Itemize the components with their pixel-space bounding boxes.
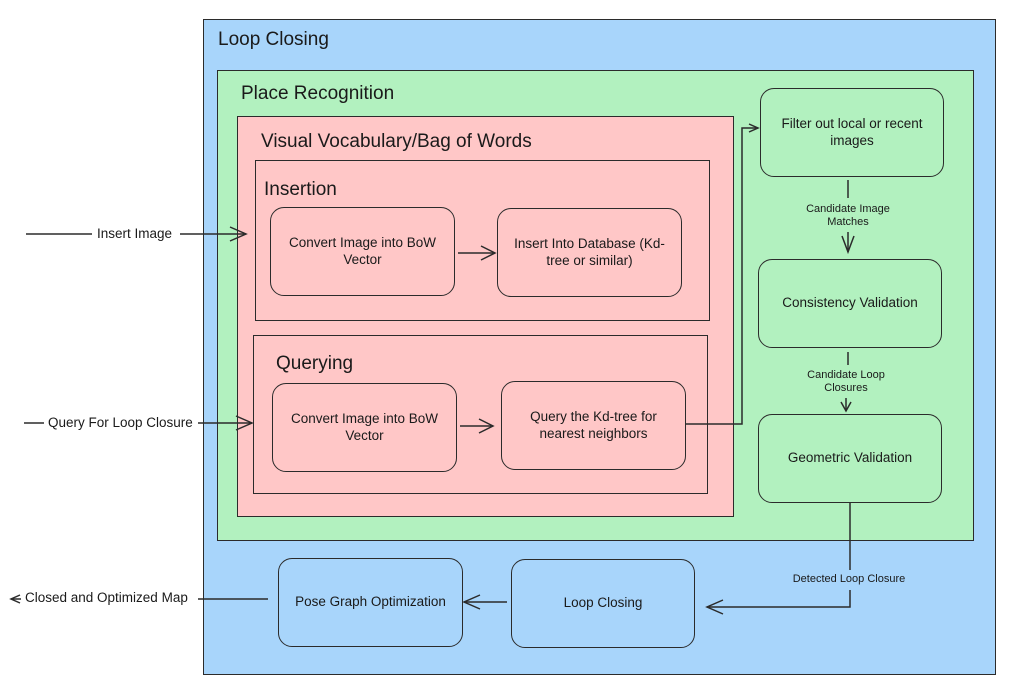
consistency-validation-label: Consistency Validation — [782, 295, 918, 311]
convert-image-query-node: Convert Image into BoW Vector — [272, 383, 457, 472]
convert-image-query-label: Convert Image into BoW Vector — [290, 410, 439, 443]
query-kd-tree-label: Query the Kd-tree for nearest neighbors — [530, 408, 657, 441]
loop-closing-step-node: Loop Closing — [511, 559, 695, 648]
geometric-validation-node: Geometric Validation — [758, 414, 942, 503]
loop-closing-title: Loop Closing — [218, 29, 329, 50]
convert-image-insert-label: Convert Image into BoW Vector — [288, 234, 437, 267]
arrowhead-closed-map — [9, 594, 21, 604]
filter-recent-images-label: Filter out local or recent images — [781, 115, 923, 148]
consistency-validation-node: Consistency Validation — [758, 259, 942, 348]
filter-recent-images-node: Filter out local or recent images — [760, 88, 944, 177]
query-kd-tree-node: Query the Kd-tree for nearest neighbors — [501, 381, 686, 470]
edge-label-candidate-image-matches: Candidate Image Matches — [806, 203, 890, 229]
insertion-title: Insertion — [264, 179, 337, 200]
insert-image-label: Insert Image — [95, 226, 175, 241]
geometric-validation-label: Geometric Validation — [787, 450, 913, 466]
pose-graph-optimization-label: Pose Graph Optimization — [295, 594, 446, 610]
closed-optimized-map-label: Closed and Optimized Map — [23, 590, 190, 605]
pose-graph-optimization-node: Pose Graph Optimization — [278, 558, 463, 647]
bag-of-words-title: Visual Vocabulary/Bag of Words — [261, 131, 532, 152]
convert-image-insert-node: Convert Image into BoW Vector — [270, 207, 455, 296]
insert-into-database-node: Insert Into Database (Kd-tree or similar… — [497, 208, 682, 297]
querying-title: Querying — [276, 353, 354, 374]
edge-label-candidate-loop-closures: Candidate Loop Closures — [807, 369, 885, 395]
loop-closing-step-label: Loop Closing — [563, 595, 643, 611]
edge-label-detected-loop-closure: Detected Loop Closure — [792, 573, 906, 585]
query-loop-closure-label: Query For Loop Closure — [46, 415, 195, 430]
place-recognition-title: Place Recognition — [241, 83, 395, 104]
insert-into-database-label: Insert Into Database (Kd-tree or similar… — [514, 235, 665, 268]
